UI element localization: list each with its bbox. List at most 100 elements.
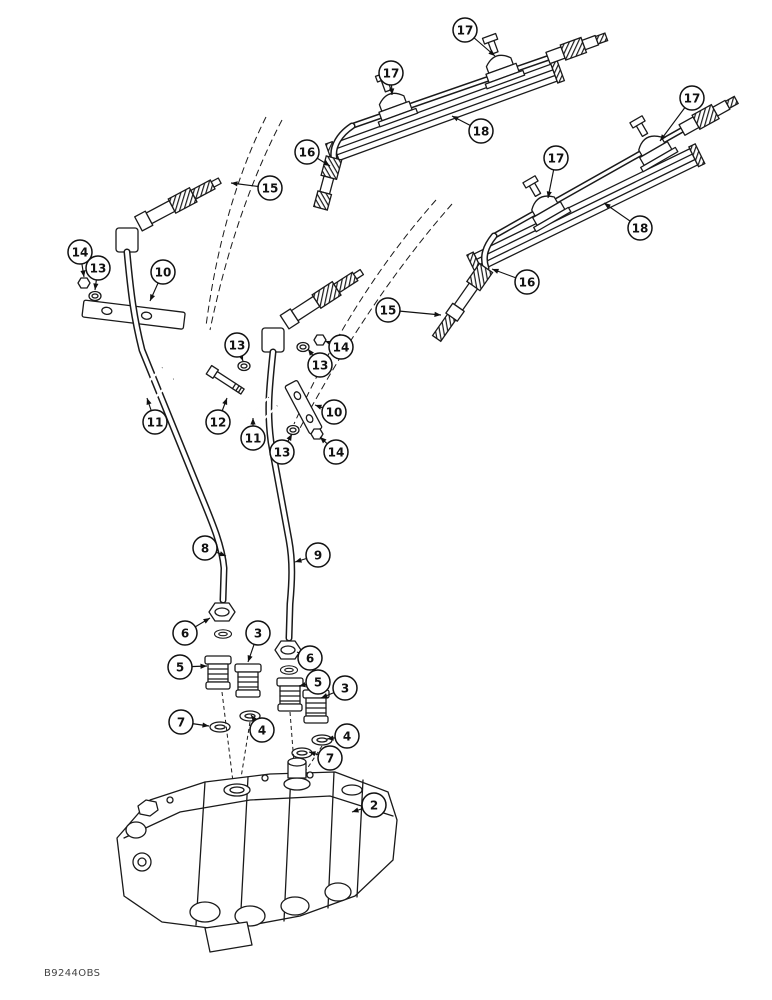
callout-label: 6 bbox=[181, 626, 189, 640]
callout-balloon bbox=[328, 334, 354, 360]
callout-label: 13 bbox=[229, 338, 246, 352]
callout-arrow bbox=[202, 722, 209, 728]
control-valve bbox=[116, 757, 398, 953]
valve-foot bbox=[204, 921, 253, 953]
callout-label: 17 bbox=[457, 23, 474, 37]
steel-tube-9-inner bbox=[266, 350, 294, 640]
callout-balloon bbox=[375, 297, 401, 323]
callout-arrow bbox=[309, 751, 316, 757]
hose-bend-upper-inner bbox=[331, 124, 354, 160]
callout-label: 18 bbox=[473, 124, 490, 138]
spool-cap bbox=[234, 905, 266, 927]
callout-label: 8 bbox=[201, 541, 209, 555]
spool-cap bbox=[324, 882, 352, 902]
callout-arrow bbox=[219, 551, 226, 557]
callout-label: 13 bbox=[274, 445, 291, 459]
channel-bar-upper bbox=[324, 59, 566, 166]
callout-arrow bbox=[222, 398, 228, 405]
callout-label: 11 bbox=[245, 431, 262, 445]
callout-arrow bbox=[146, 398, 152, 405]
callout-balloon bbox=[167, 654, 193, 680]
phantom-hose-lines bbox=[205, 116, 453, 431]
spool-cap bbox=[280, 896, 310, 916]
callout-balloon bbox=[305, 669, 331, 695]
drawing-code: B9244OBS bbox=[44, 968, 101, 979]
bolt bbox=[205, 364, 245, 395]
callout-balloon bbox=[514, 269, 540, 295]
callout-label: 4 bbox=[343, 729, 351, 743]
callout-label: 7 bbox=[177, 715, 185, 729]
callout-arrow bbox=[320, 437, 327, 444]
callout-label: 11 bbox=[147, 415, 164, 429]
callout-balloon bbox=[249, 717, 275, 743]
o-ring bbox=[279, 665, 299, 675]
callout-balloon bbox=[468, 118, 494, 144]
callout-label: 13 bbox=[312, 358, 329, 372]
callout-label: 15 bbox=[262, 181, 279, 195]
callout-label: 9 bbox=[314, 548, 322, 562]
callout-arrow bbox=[352, 807, 359, 813]
callout-label: 10 bbox=[326, 405, 343, 419]
callout-label: 10 bbox=[155, 265, 172, 279]
callout-arrow bbox=[203, 618, 210, 624]
callout-label: 17 bbox=[383, 66, 400, 80]
callout-arrow bbox=[315, 404, 322, 410]
callout-arrow bbox=[488, 49, 495, 56]
callout-arrow bbox=[434, 311, 441, 317]
callout-label: 12 bbox=[210, 415, 227, 429]
callout-arrow bbox=[247, 655, 253, 662]
callout-arrow bbox=[660, 134, 666, 141]
mounting-hardware bbox=[77, 277, 327, 440]
callout-balloon bbox=[224, 332, 250, 358]
callout-balloon bbox=[627, 215, 653, 241]
callout-balloon bbox=[168, 709, 194, 735]
adapter-fitting bbox=[204, 655, 232, 690]
callout-balloon bbox=[172, 620, 198, 646]
elbow-fitting-left bbox=[115, 227, 139, 253]
callout-label: 14 bbox=[328, 445, 345, 459]
callout-label: 3 bbox=[341, 681, 349, 695]
hose-connector-middle bbox=[279, 268, 365, 330]
callout-arrow bbox=[452, 116, 459, 122]
callout-balloon bbox=[294, 139, 320, 165]
callout-arrow bbox=[604, 203, 611, 209]
callout-balloon bbox=[307, 352, 333, 378]
callout-balloon bbox=[150, 259, 176, 285]
callout-arrow bbox=[250, 418, 256, 425]
callout-balloon bbox=[679, 85, 705, 111]
callout-label: 16 bbox=[519, 275, 536, 289]
spool-cap bbox=[189, 901, 221, 923]
callout-label: 13 bbox=[90, 261, 107, 275]
callout-balloon bbox=[192, 535, 218, 561]
callout-label: 5 bbox=[176, 660, 184, 674]
o-ring bbox=[311, 734, 333, 746]
callout-balloon bbox=[317, 745, 343, 771]
callout-label: 4 bbox=[258, 723, 266, 737]
valve-port bbox=[283, 777, 311, 791]
callout-balloon bbox=[85, 255, 111, 281]
hose-connector-upper-left bbox=[134, 177, 222, 232]
callout-balloon bbox=[142, 409, 168, 435]
hose-connector-right bbox=[431, 262, 494, 343]
callout-arrow bbox=[492, 268, 499, 274]
callout-arrow bbox=[299, 682, 306, 688]
callout-arrow bbox=[308, 349, 314, 356]
callout-arrow bbox=[321, 693, 328, 698]
callout-balloon bbox=[361, 792, 387, 818]
nut bbox=[313, 334, 327, 346]
elbow-fitting-middle bbox=[261, 327, 285, 353]
valve-fittings-left-column bbox=[204, 602, 262, 785]
valve-port bbox=[341, 784, 363, 796]
callout-label: 15 bbox=[380, 303, 397, 317]
callout-arrow bbox=[80, 270, 86, 277]
hose-end-fitting-right bbox=[678, 95, 740, 136]
callout-label: 6 bbox=[306, 651, 314, 665]
clamp-rail-assembly-right bbox=[431, 95, 740, 343]
callout-label: 5 bbox=[314, 675, 322, 689]
callout-balloon bbox=[257, 175, 283, 201]
callout-balloon bbox=[452, 17, 478, 43]
callout-balloon bbox=[332, 675, 358, 701]
o-ring bbox=[213, 629, 233, 639]
